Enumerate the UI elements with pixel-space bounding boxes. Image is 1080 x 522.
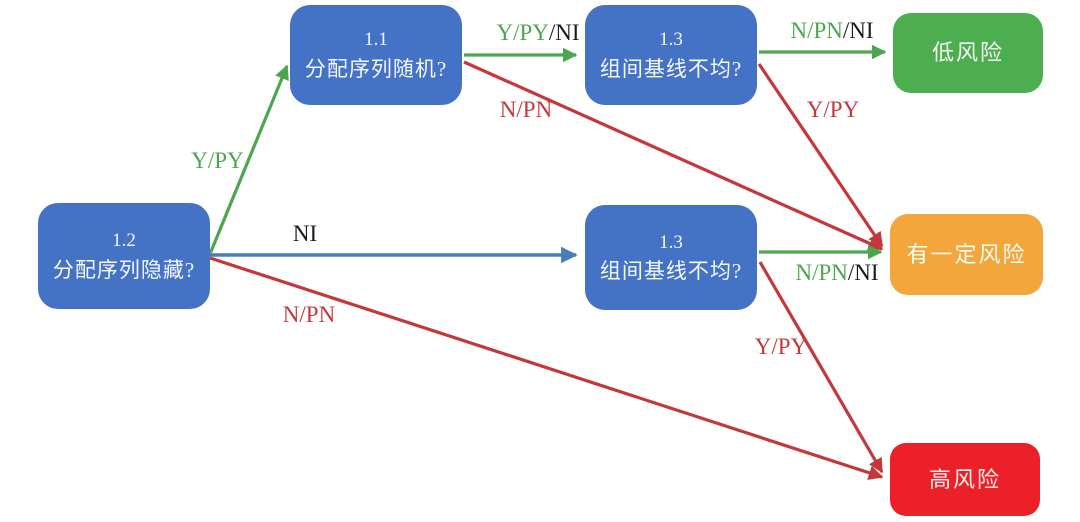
node-q13b-question: 组间基线不均? — [599, 259, 743, 284]
edge-label-q13b-high: Y/PY — [754, 334, 808, 359]
edge-label-q13b-some-green: N/PN — [795, 260, 848, 285]
edge-label-q12-q13b: NI — [292, 221, 318, 246]
edge-label-q13b-some: N/PN/NI — [777, 260, 897, 286]
edge-label-q13a-low-green: N/PN — [790, 18, 843, 43]
edge-label-q13a-low: N/PN/NI — [772, 18, 892, 44]
some-risk-label: 有一定风险 — [906, 241, 1027, 267]
edge-label-q12-high: N/PN — [282, 302, 336, 327]
edge-q13a-to-some — [757, 63, 884, 248]
node-outcome-high-risk: 高风险 — [890, 443, 1040, 516]
node-q13b-baseline-imbalance: 1.3 组间基线不均? — [585, 205, 757, 310]
node-q11-id: 1.1 — [364, 29, 388, 50]
node-outcome-low-risk: 低风险 — [893, 13, 1043, 93]
node-q11-question: 分配序列随机? — [304, 56, 448, 81]
node-outcome-some-risk: 有一定风险 — [890, 214, 1043, 295]
edge-label-q11-some: N/PN — [499, 97, 553, 122]
edge-label-q12-q11: Y/PY — [191, 148, 244, 173]
high-risk-label: 高风险 — [928, 466, 1001, 492]
edge-q12-to-q11 — [208, 64, 289, 255]
low-risk-label: 低风险 — [931, 40, 1004, 66]
edge-label-q13a-some: Y/PY — [806, 97, 860, 122]
node-q13a-id: 1.3 — [659, 29, 683, 50]
edge-q11-to-some — [463, 60, 884, 251]
edge-label-q11-q13a: Y/PY/NI — [478, 20, 598, 46]
edge-label-q11-q13a-black: /NI — [548, 20, 580, 45]
node-q13a-baseline-imbalance: 1.3 组间基线不均? — [585, 5, 757, 105]
node-q12-question: 分配序列隐藏? — [52, 257, 196, 282]
edge-label-q11-q13a-green: Y/PY — [496, 20, 549, 45]
edge-q12-to-high — [209, 256, 884, 480]
edge-label-q13b-some-black: /NI — [847, 260, 879, 285]
node-q12-allocation-concealment: 1.2 分配序列隐藏? — [38, 203, 210, 309]
edge-label-q13a-low-black: /NI — [842, 18, 874, 43]
edge-q13b-to-high — [758, 261, 884, 474]
node-q13a-question: 组间基线不均? — [599, 56, 743, 81]
node-q11-sequence-random: 1.1 分配序列随机? — [290, 5, 462, 105]
node-q12-id: 1.2 — [112, 230, 136, 251]
node-q13b-id: 1.3 — [659, 231, 683, 253]
